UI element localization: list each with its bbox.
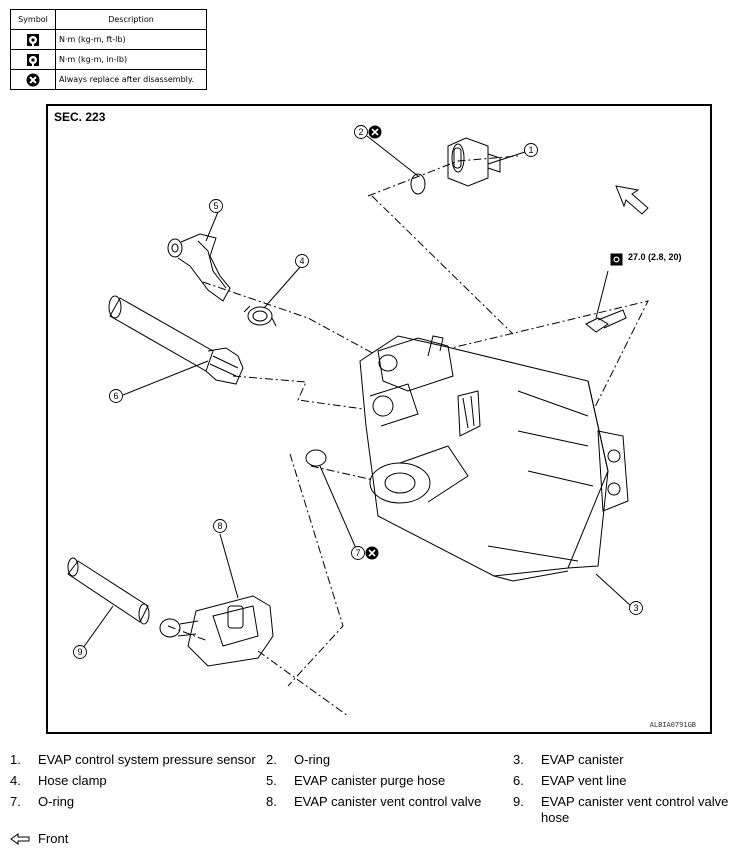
legend-number: 2. <box>266 752 277 767</box>
callout-label: 4 <box>299 256 304 266</box>
legend-text: EVAP control system pressure sensor <box>38 752 256 767</box>
bolt-drawing <box>585 309 627 333</box>
legend-number: 8. <box>266 794 277 809</box>
exploded-diagram: 2 1 5 4 6 7 3 8 9 SEC. 2 <box>46 104 712 734</box>
callout-label: 5 <box>213 201 218 211</box>
front-arrow-icon <box>10 833 30 845</box>
always-replace-icon <box>26 73 40 86</box>
callout-label: 1 <box>528 145 533 155</box>
legend-text: O-ring <box>294 752 331 767</box>
callout-9 <box>73 645 87 659</box>
legend-text: EVAP canister purge hose <box>294 773 446 788</box>
torque-wrench-icon <box>610 253 623 266</box>
hose-clamp-drawing <box>243 305 277 327</box>
leader-lines <box>82 135 632 649</box>
callouts <box>73 125 643 659</box>
legend-text: EVAP vent line <box>541 773 627 788</box>
callout-label: 9 <box>77 647 82 657</box>
o-ring-top <box>410 173 426 195</box>
callout-label: 7 <box>355 548 360 558</box>
callout-8 <box>213 519 227 533</box>
callout-4 <box>295 254 309 268</box>
symbol-cell <box>10 69 56 90</box>
legend-text: EVAP canister vent control valve <box>294 794 482 809</box>
callout-label: 6 <box>113 391 118 401</box>
legend-number: 4. <box>10 773 21 788</box>
legend-number: 9. <box>513 794 524 809</box>
symbol-cell <box>10 49 56 70</box>
symbol-table: Symbol Description N·m (kg-m, ft-lb) N·m… <box>10 9 207 90</box>
symbol-row: N·m (kg-m, in-lb) <box>10 49 207 70</box>
symbol-row: Always replace after disassembly. <box>10 69 207 90</box>
vent-valve-drawing <box>159 595 274 667</box>
legend-text: EVAP canister <box>541 752 624 767</box>
always-replace-icon <box>368 125 382 139</box>
callout-label: 3 <box>633 603 638 613</box>
diagram-drawing: 2 1 5 4 6 7 3 8 9 <box>67 125 649 717</box>
always-replace-markers <box>365 125 382 560</box>
guide-lines <box>167 155 649 717</box>
legend-number: 1. <box>10 752 21 767</box>
legend-number: 6. <box>513 773 524 788</box>
legend-number: 3. <box>513 752 524 767</box>
torque-wrench-icon <box>27 33 39 47</box>
description-header: Description <box>55 9 207 30</box>
legend-number: 7. <box>10 794 21 809</box>
vent-line-drawing <box>108 295 244 385</box>
symbol-cell <box>10 29 56 50</box>
callout-6 <box>109 389 123 403</box>
legend-text: O-ring <box>38 794 75 809</box>
section-label: SEC. 223 <box>54 110 106 124</box>
callout-5 <box>209 199 223 213</box>
callout-2 <box>354 125 368 139</box>
legend-number: 5. <box>266 773 277 788</box>
always-replace-icon <box>365 546 379 560</box>
symbol-table-header: Symbol Description <box>10 9 207 30</box>
pressure-sensor-drawing <box>447 137 501 187</box>
callout-7 <box>351 546 365 560</box>
figure-code: ALBIA0791GB <box>649 721 696 729</box>
torque-value: 27.0 (2.8, 20) <box>628 252 682 262</box>
valve-hose-drawing <box>67 557 150 625</box>
canister-drawing <box>359 335 629 582</box>
torque-wrench-small-icon <box>27 53 39 67</box>
callout-label: 2 <box>358 127 363 137</box>
legend-text: Hose clamp <box>38 773 107 788</box>
symbol-description: Always replace after disassembly. <box>55 69 207 90</box>
front-label: Front <box>38 831 69 846</box>
legend-text: EVAP canister vent control valve hose <box>541 794 729 825</box>
callout-3 <box>629 601 643 615</box>
symbol-description: N·m (kg-m, in-lb) <box>55 49 207 70</box>
callout-label: 8 <box>217 521 222 531</box>
purge-hose-drawing <box>167 233 231 302</box>
symbol-description: N·m (kg-m, ft-lb) <box>55 29 207 50</box>
front-arrow-icon <box>615 185 649 215</box>
symbol-row: N·m (kg-m, ft-lb) <box>10 29 207 50</box>
o-ring-bottom <box>305 449 327 467</box>
symbol-header: Symbol <box>10 9 56 30</box>
callout-1 <box>524 143 538 157</box>
